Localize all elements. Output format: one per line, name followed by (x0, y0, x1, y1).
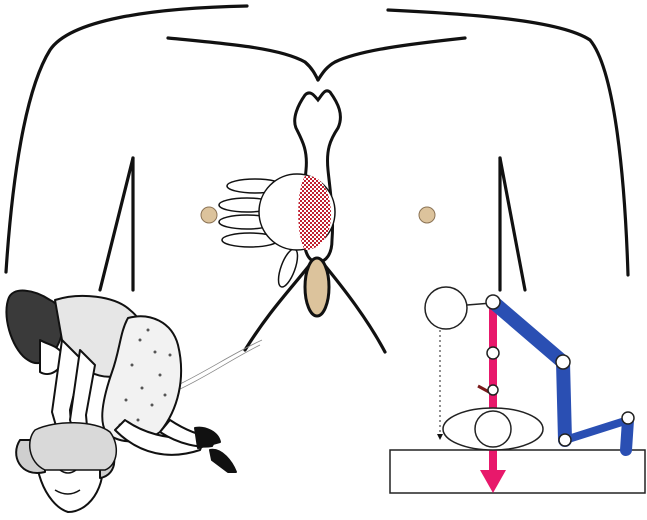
rescuer-shoe-2 (210, 450, 236, 472)
thumb (275, 247, 302, 289)
wrist-joint (488, 385, 498, 395)
ground-slab (390, 450, 645, 493)
left-axillary-line (100, 158, 133, 290)
sternum-circle (475, 411, 511, 447)
knee-joint (559, 434, 571, 446)
thigh-segment (563, 362, 565, 440)
shin-segment (565, 420, 628, 440)
left-nipple (201, 207, 217, 223)
rescuer-performing-cpr-icon (6, 291, 236, 512)
figure-head (425, 287, 467, 329)
right-clavicle (318, 38, 465, 80)
shoulder-joint (486, 295, 500, 309)
elbow-joint (487, 347, 499, 359)
left-shoulder-line (6, 6, 247, 272)
right-nipple (419, 207, 435, 223)
right-rib-margin (322, 262, 385, 352)
hip-joint (556, 355, 570, 369)
ankle-joint (622, 412, 634, 424)
leader-lines (178, 340, 262, 390)
back-segment (493, 302, 563, 362)
compression-biomechanics-stick-figure-icon (390, 287, 645, 493)
xiphoid-process (305, 258, 329, 316)
victim-body (30, 423, 117, 470)
right-shoulder-line (388, 10, 628, 275)
rescuer-shoe-1 (195, 428, 220, 448)
right-axillary-line (500, 158, 525, 290)
left-clavicle (168, 38, 318, 80)
